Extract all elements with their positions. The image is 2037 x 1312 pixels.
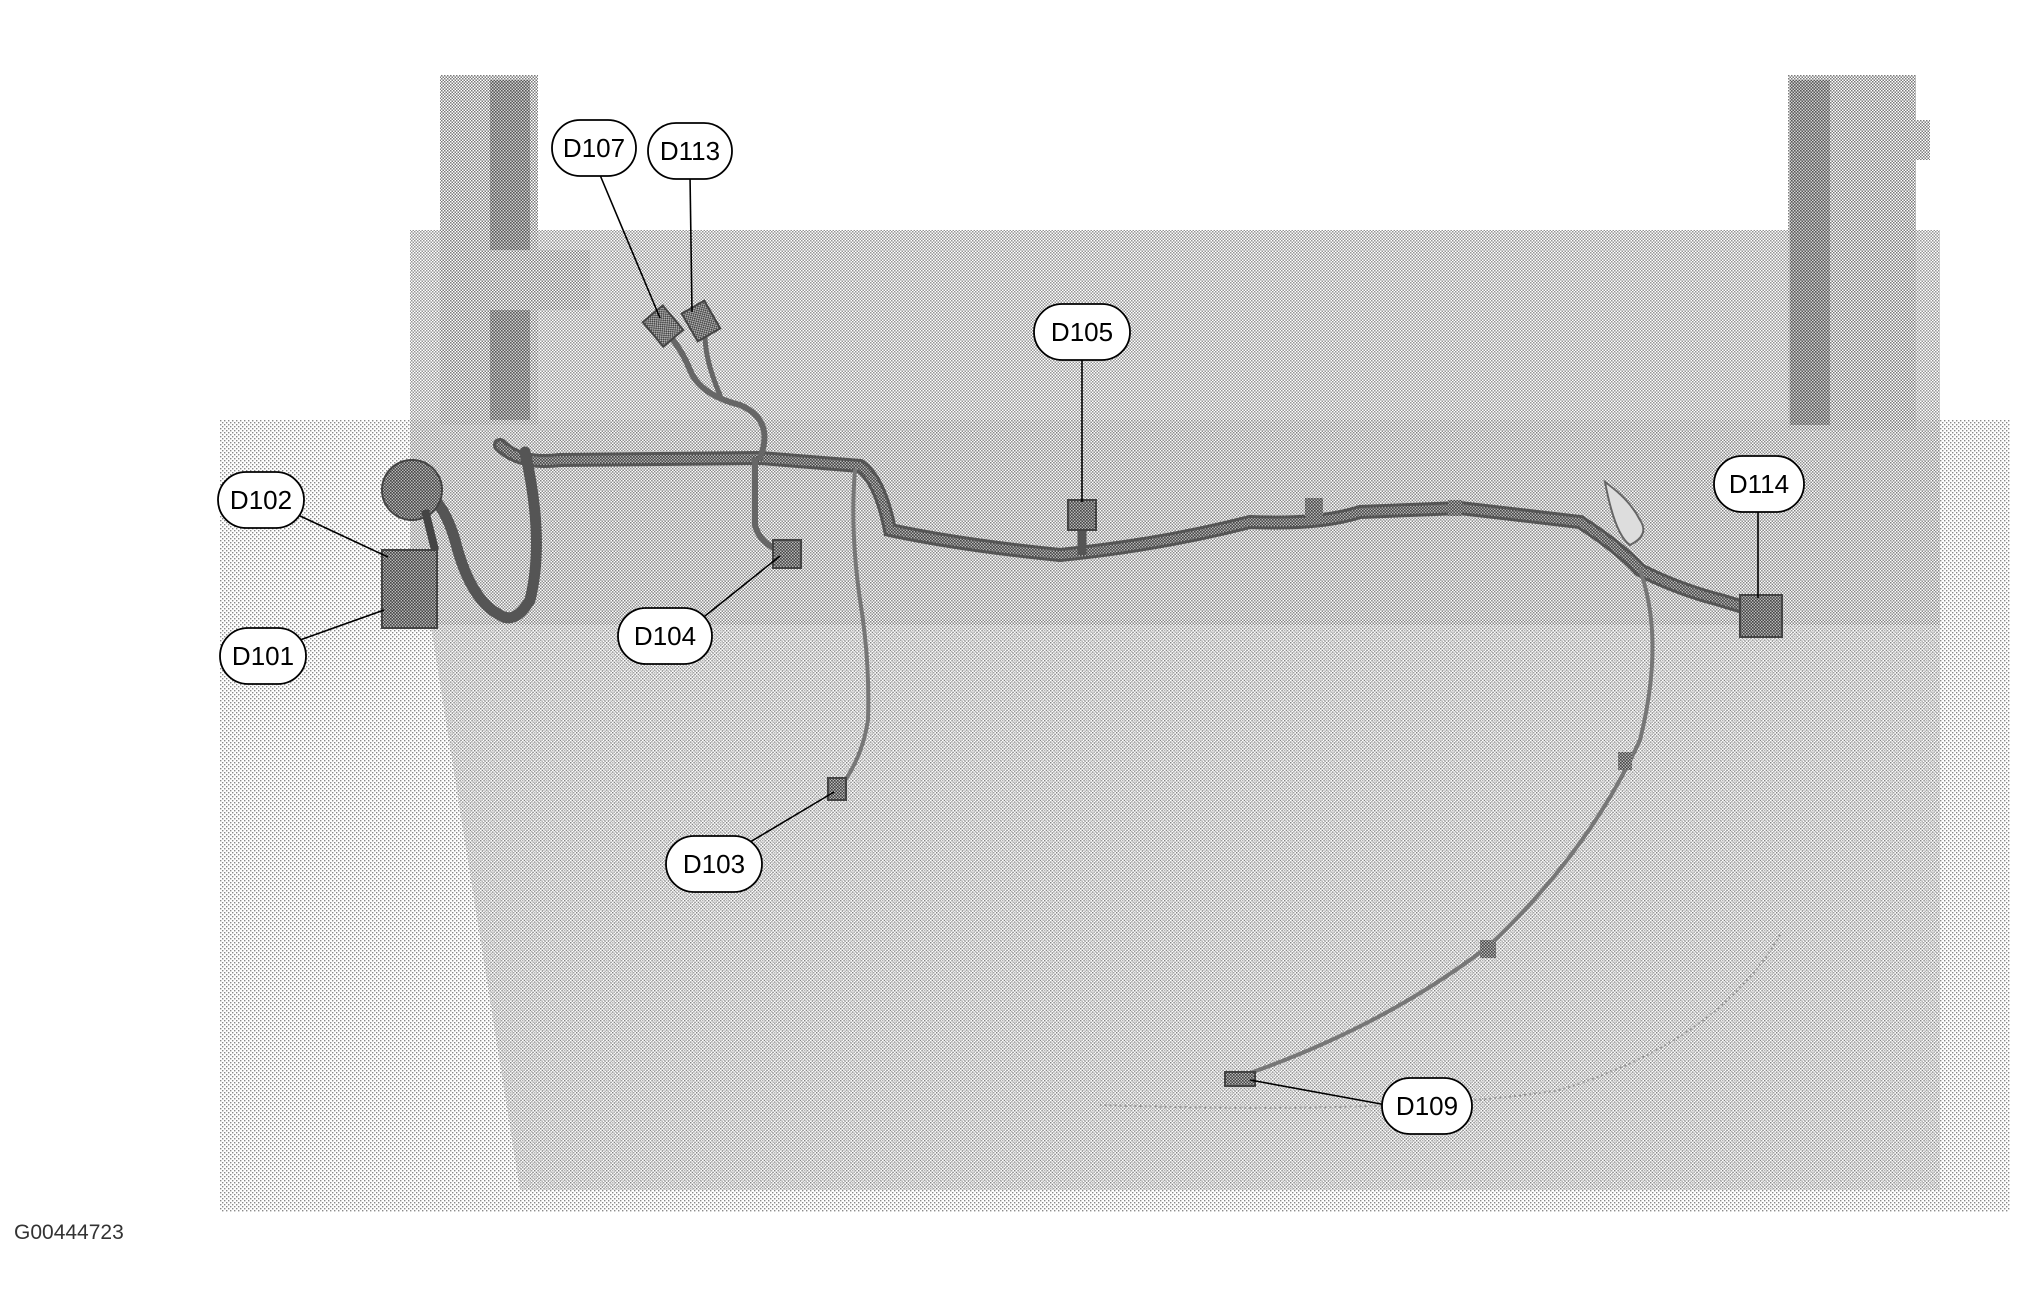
connector-d101-body (381, 549, 438, 629)
harness-clip-3 (1618, 752, 1632, 770)
leader-d104 (699, 555, 781, 621)
callout-d103: D103 (665, 835, 763, 893)
callout-d109-label: D109 (1396, 1091, 1458, 1121)
harness-clip-4 (1480, 940, 1496, 958)
callout-d102: D102 (217, 471, 305, 529)
harness-branch-top (657, 322, 768, 461)
figure-id: G00444723 (14, 1221, 124, 1244)
connector-d104-body (772, 539, 802, 569)
callout-d104-bubble (617, 607, 713, 665)
upper-panel (410, 230, 1940, 625)
leader-d101 (299, 609, 385, 641)
connector-d102-stem (421, 509, 439, 551)
floor-inner (430, 620, 1940, 1190)
right-pillar-inner (1790, 80, 1830, 425)
right-pillar-top (1830, 120, 1930, 160)
harness-branch-d109 (1228, 568, 1655, 1082)
callout-d101: D101 (219, 627, 307, 685)
connector-d107-body (641, 303, 685, 349)
callout-d101-bubble (219, 627, 307, 685)
harness-clip-loop (1603, 479, 1645, 547)
callout-d109: D109 (1381, 1077, 1473, 1135)
harness-branch-d103 (836, 468, 871, 792)
callout-d113-label: D113 (660, 136, 720, 166)
leader-d109 (1249, 1079, 1393, 1107)
leader-lines (297, 174, 1759, 1107)
leader-d103 (739, 791, 835, 849)
connector-d105-body (1067, 499, 1097, 531)
callout-d104: D104 (617, 607, 713, 665)
callout-d101-label: D101 (232, 641, 294, 671)
callout-d109-bubble (1381, 1077, 1473, 1135)
callout-d114-bubble (1713, 455, 1805, 513)
harness-main-trunk-shade (496, 441, 1764, 616)
harness-branch-top-2 (702, 332, 723, 398)
callout-d114-label: D114 (1729, 469, 1789, 499)
leader-d107 (599, 174, 661, 319)
callout-d107-label: D107 (563, 133, 625, 163)
connector-d114-body (1739, 594, 1783, 638)
callout-d102-bubble (217, 471, 305, 529)
callout-d103-bubble (665, 835, 763, 893)
callout-d105: D105 (1033, 303, 1131, 361)
left-pillar-bracket (440, 250, 590, 310)
callout-d104-label: D104 (634, 621, 696, 651)
callout-d113-bubble (647, 122, 733, 180)
leader-d102 (297, 514, 389, 558)
harness-clip-1 (1305, 498, 1323, 520)
leader-d113 (689, 174, 693, 313)
callout-d102-label: D102 (230, 485, 292, 515)
connector-d102-body (381, 459, 443, 521)
callout-d105-label: D105 (1051, 317, 1113, 347)
connector-d103-body (827, 777, 847, 801)
callout-d113: D113 (647, 122, 733, 180)
callout-d107: D107 (551, 119, 637, 177)
callout-d114: D114 (1713, 455, 1805, 513)
callout-d105-bubble (1033, 303, 1131, 361)
harness-clip-2 (1448, 500, 1462, 516)
callout-d103-label: D103 (683, 849, 745, 879)
harness-branch-left (404, 446, 542, 624)
callout-d107-bubble (551, 119, 637, 177)
connector-d109-body (1224, 1071, 1256, 1087)
